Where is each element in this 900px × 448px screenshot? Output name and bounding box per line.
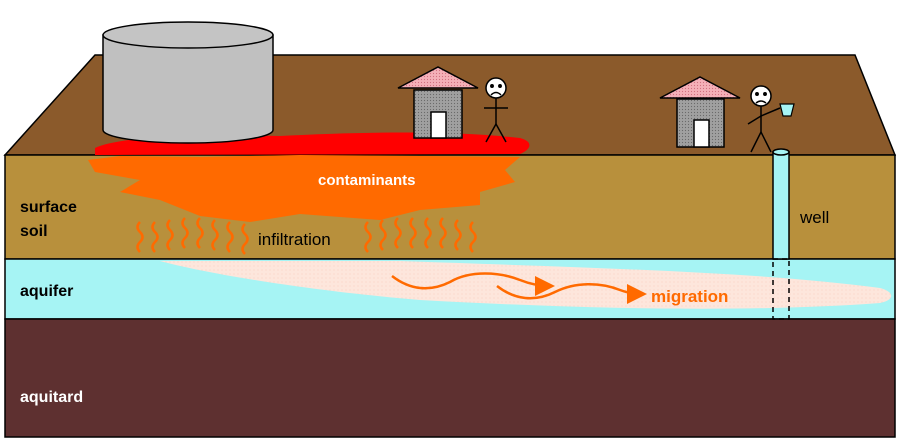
- contaminant-plume: [160, 261, 892, 309]
- aquitard-label: aquitard: [20, 389, 83, 406]
- infiltration-squiggles: [364, 217, 477, 253]
- house-icon: [397, 66, 479, 139]
- infiltration-squiggles: [136, 217, 249, 255]
- sad-person-icon: [747, 85, 781, 153]
- surface-soil-label: soil: [20, 223, 48, 240]
- aquifer-label: aquifer: [20, 283, 73, 300]
- aquitard-layer: [4, 318, 896, 438]
- house-icon: [659, 76, 741, 148]
- well-pipe-icon: [772, 148, 790, 320]
- well-label: well: [799, 208, 829, 227]
- migration-label: migration: [651, 287, 728, 306]
- wavy-arrow-icon: [496, 282, 647, 304]
- sad-person-icon: [484, 77, 508, 143]
- storage-tank-icon: [102, 21, 274, 144]
- water-glass-icon: [779, 103, 795, 117]
- contaminant-blob-orange: [88, 155, 520, 222]
- surface-soil-label: surface: [20, 199, 77, 216]
- wavy-arrow-icon: [391, 272, 555, 296]
- contaminants-label: contaminants: [318, 172, 416, 189]
- infiltration-label: infiltration: [258, 230, 331, 249]
